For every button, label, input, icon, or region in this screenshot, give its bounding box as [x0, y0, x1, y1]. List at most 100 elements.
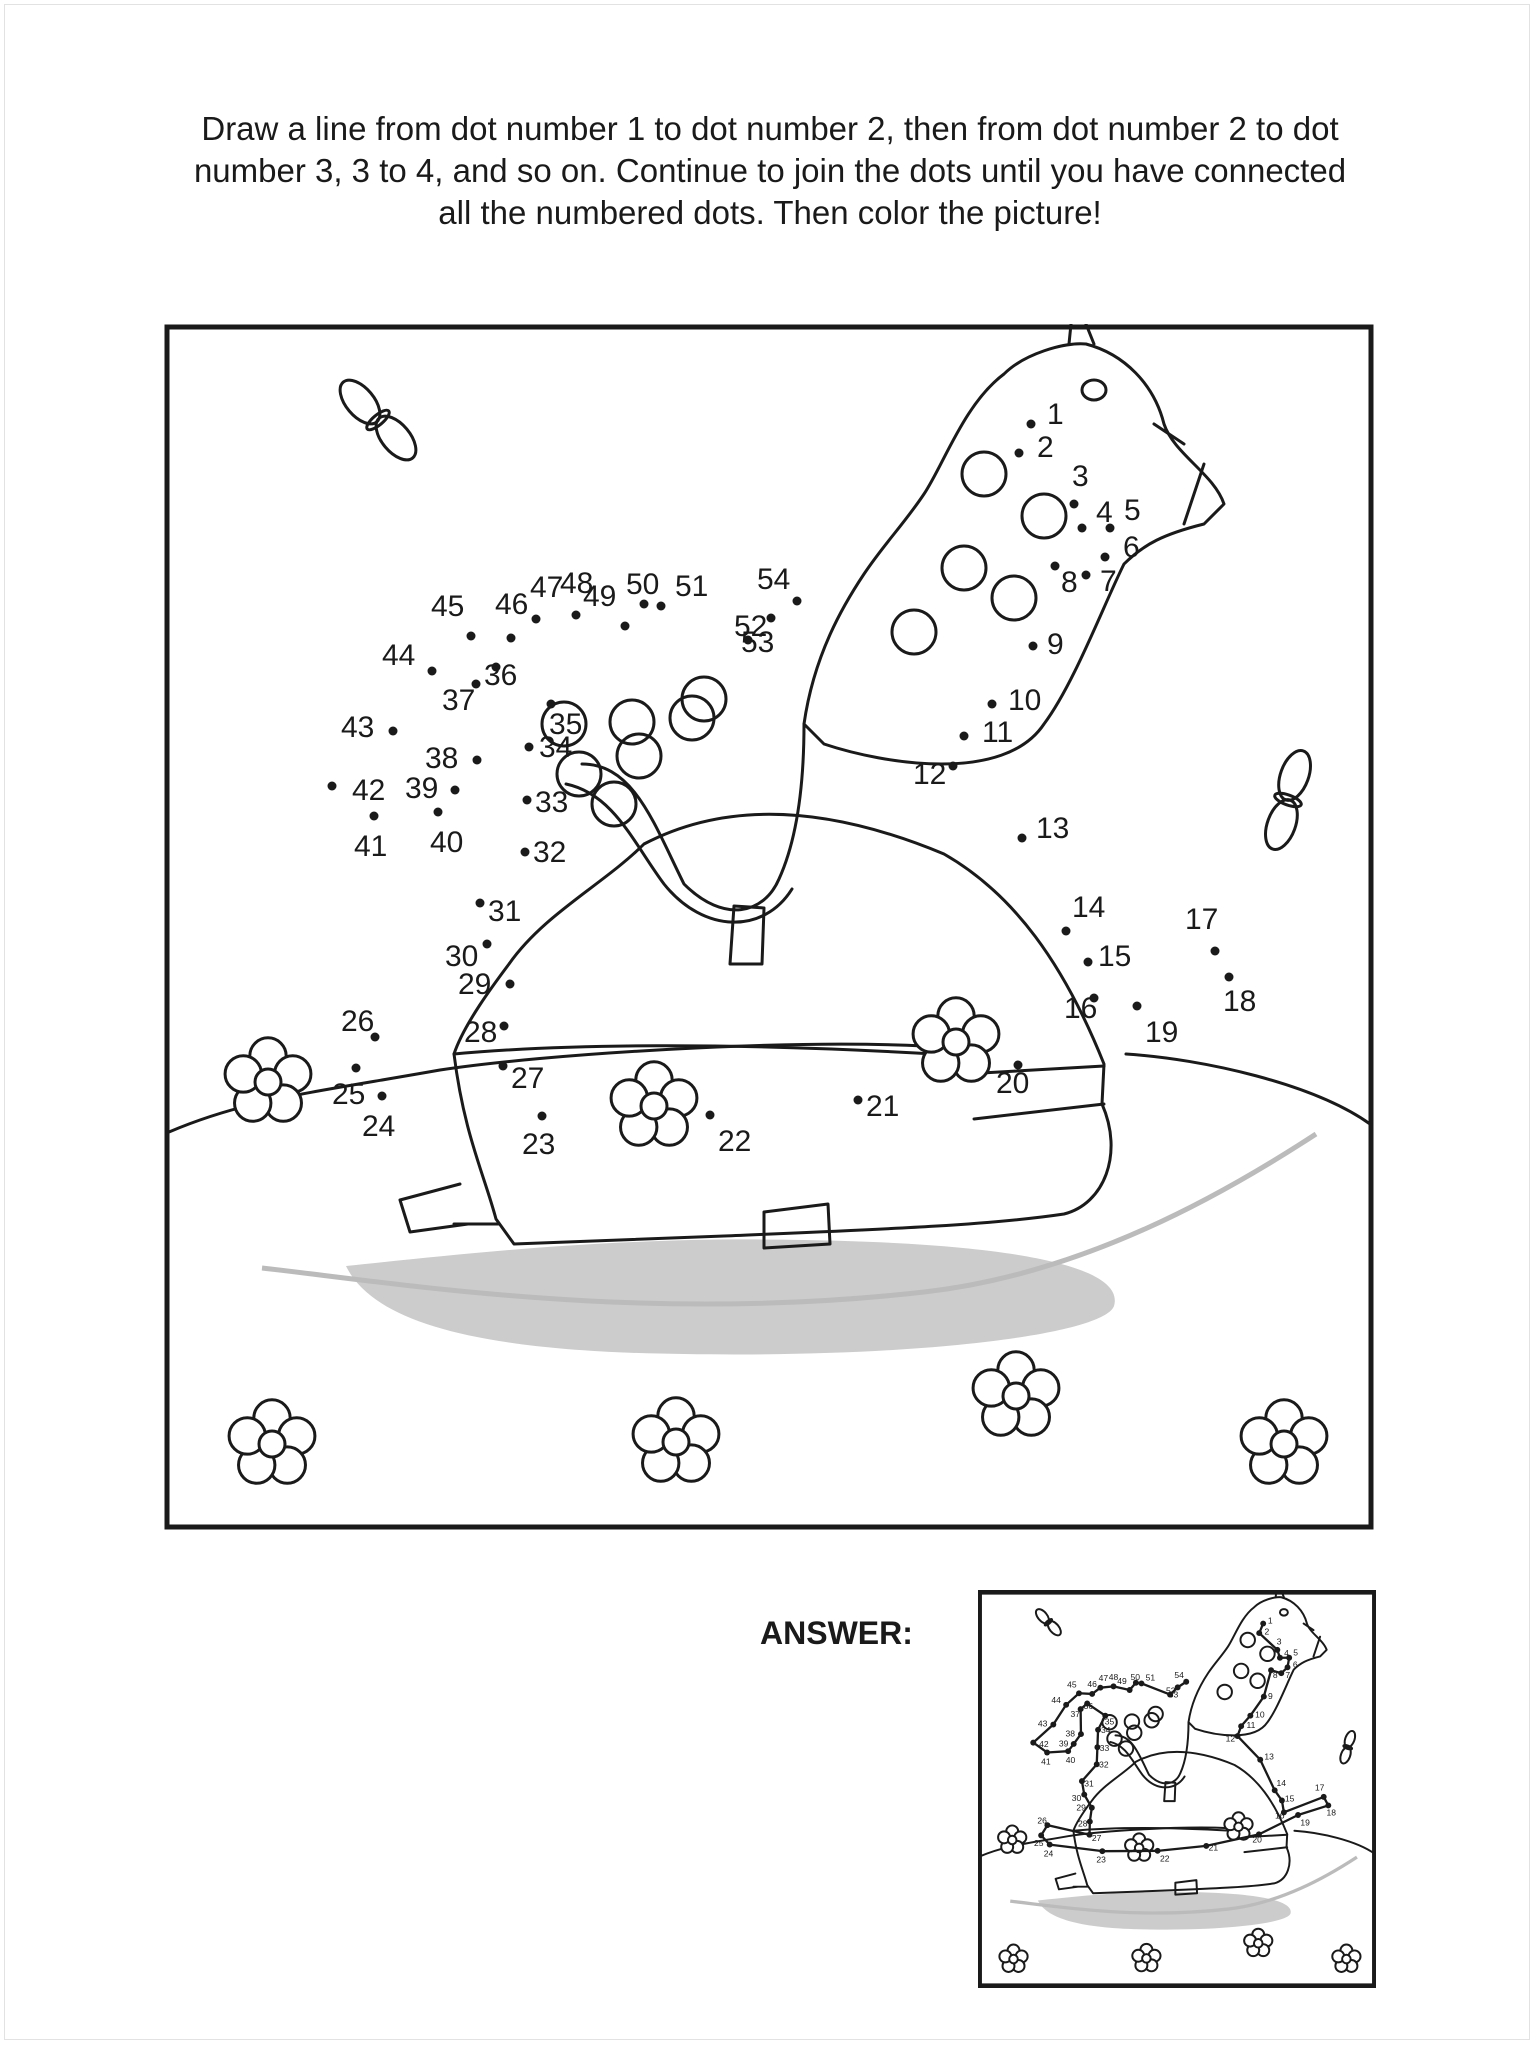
dot [499, 1021, 509, 1031]
dot-number: 53 [1169, 1689, 1179, 1699]
dot-number: 52 [1166, 1685, 1176, 1695]
dot-number: 36 [1084, 1701, 1094, 1711]
dot [491, 662, 501, 672]
dot-number: 36 [484, 659, 517, 692]
dot-number: 23 [522, 1128, 555, 1161]
spot [680, 675, 728, 723]
dot-number: 45 [431, 590, 464, 623]
flower-icon [227, 1398, 317, 1485]
dot-number: 15 [1098, 940, 1131, 973]
spot [1147, 1705, 1164, 1723]
dot [1050, 1721, 1057, 1728]
spot [1232, 1662, 1250, 1680]
dot [433, 807, 443, 817]
dot [388, 726, 398, 736]
dot-number: 48 [1109, 1672, 1119, 1682]
dot [1255, 1831, 1262, 1838]
dot [1280, 1809, 1287, 1816]
dot-number: 8 [1061, 566, 1078, 599]
dot [1234, 1733, 1241, 1740]
dot [1095, 1726, 1102, 1733]
butterfly-icon [338, 378, 418, 462]
rocker [1010, 1855, 1358, 1915]
dot [351, 1063, 361, 1073]
dot [498, 1061, 508, 1071]
dot [1086, 1818, 1093, 1825]
mane-curve-inner [564, 782, 794, 924]
dot-number: 18 [1327, 1808, 1337, 1818]
flower-icon [998, 1943, 1029, 1973]
spot [1117, 1740, 1135, 1757]
dot-number: 50 [1131, 1672, 1141, 1682]
spot [1239, 1631, 1256, 1649]
dot [1077, 1731, 1084, 1738]
puzzle-art [167, 324, 1372, 1485]
dot-number: 39 [1059, 1738, 1069, 1748]
dot-number: 21 [866, 1090, 899, 1123]
flower-icon [911, 996, 1001, 1083]
dot [792, 596, 802, 606]
dot-number: 17 [1315, 1782, 1325, 1792]
dot-number: 33 [535, 786, 568, 819]
dot-number: 31 [1084, 1778, 1094, 1788]
dot [1081, 570, 1091, 580]
dot [1210, 946, 1220, 956]
dot-number: 7 [1285, 1670, 1290, 1680]
dot [1093, 1761, 1100, 1768]
dot-number: 52 [734, 610, 767, 643]
dot-number: 34 [539, 731, 572, 764]
dot [1295, 1812, 1302, 1818]
dot-number: 15 [1285, 1794, 1295, 1804]
dot-number: 42 [1039, 1739, 1049, 1749]
dot-number: 5 [1124, 494, 1141, 527]
dot [524, 742, 534, 752]
dot [1046, 1841, 1053, 1848]
saddle-edge [1072, 1827, 1243, 1839]
dot [471, 679, 481, 689]
dot [531, 614, 541, 624]
dot-number: 54 [1174, 1670, 1184, 1680]
dot [482, 939, 492, 949]
dot-number: 16 [1275, 1810, 1285, 1820]
dot-number: 6 [1293, 1659, 1298, 1669]
dot-number: 44 [382, 639, 415, 672]
dot [1274, 1646, 1281, 1653]
back-leg-band [1054, 1872, 1090, 1891]
dot-number: 38 [1066, 1728, 1076, 1738]
dot-number: 14 [1276, 1778, 1286, 1788]
dot [1028, 641, 1038, 651]
dot-number: 30 [445, 940, 478, 973]
dot-number: 2 [1037, 431, 1054, 464]
dot-number: 26 [1037, 1815, 1047, 1825]
dot [1077, 523, 1087, 533]
dot [1238, 1723, 1245, 1730]
dot [987, 699, 997, 709]
dot [1105, 523, 1115, 533]
dot-number: 22 [718, 1125, 751, 1158]
dot [705, 1110, 715, 1120]
dot [1081, 1791, 1088, 1798]
dot-number: 27 [511, 1062, 544, 1095]
dot [1183, 1678, 1190, 1685]
dot [1260, 1693, 1267, 1700]
dot-number: 10 [1008, 684, 1041, 717]
dot [743, 635, 753, 645]
flower-icon [1223, 1811, 1254, 1841]
dot-number: 40 [1066, 1755, 1076, 1765]
dot-number: 25 [332, 1078, 365, 1111]
dot-number: 42 [352, 774, 385, 807]
dot-number: 20 [1252, 1835, 1262, 1845]
dot-number: 47 [530, 571, 563, 604]
meadow-line-right [1124, 1052, 1372, 1126]
dot [853, 1095, 863, 1105]
dot-number: 40 [430, 826, 463, 859]
dot-number: 41 [354, 830, 387, 863]
dot [1086, 1831, 1093, 1838]
dot [1078, 1778, 1085, 1785]
dot-number: 38 [425, 742, 458, 775]
dot [1126, 1687, 1133, 1693]
dot [1132, 1001, 1142, 1011]
dot [1017, 833, 1027, 843]
